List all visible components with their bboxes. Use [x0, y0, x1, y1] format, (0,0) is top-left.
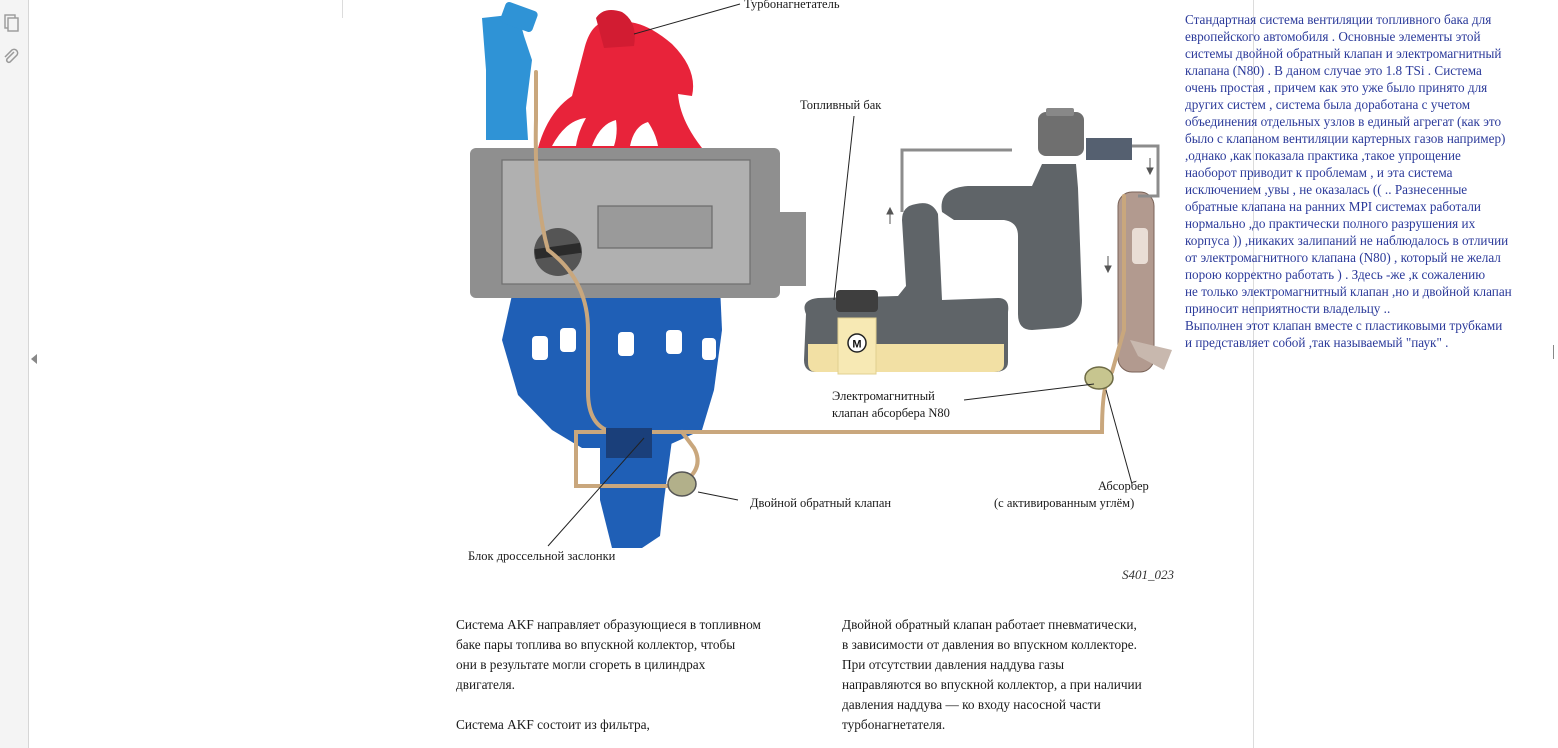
n80-valve: [1084, 366, 1114, 390]
double-check-valve: [667, 471, 697, 497]
label-n80-line1: Электромагнитный: [832, 389, 935, 403]
label-turbocharger: Турбонагнетатель: [744, 0, 840, 11]
scroll-marker: [1553, 345, 1556, 359]
tank-pump-flange: [836, 290, 878, 312]
oil-cap-slot: [534, 242, 582, 260]
label-n80-line2: клапан абсорбера N80: [832, 406, 950, 420]
comment-annotation: Стандартная система вентиляции топливног…: [1185, 12, 1512, 350]
turbo-housing: [596, 10, 635, 48]
absorber-bracket: [1130, 340, 1172, 370]
label-absorber-line2: (с активированным углём): [994, 496, 1135, 510]
figure-code: S401_023: [1122, 567, 1174, 582]
head-side-block: [778, 212, 806, 286]
leader-lines: [547, 3, 1133, 547]
attachment-icon[interactable]: [2, 48, 20, 66]
filler-valve: [1038, 112, 1084, 156]
body-text-left: Система AKF направляет образующиеся в то…: [456, 617, 761, 732]
label-double-check-valve: Двойной обратный клапан: [750, 496, 892, 510]
left-sidebar: [0, 0, 29, 748]
label-throttle-body: Блок дроссельной заслонки: [468, 549, 616, 563]
throttle-body: [606, 428, 652, 458]
intake-manifold: [538, 21, 702, 148]
filler-cap: [1046, 108, 1074, 116]
body-text-right: Двойной обратный клапан работает пневмат…: [842, 617, 1142, 732]
tank-vent-line: [900, 144, 1160, 212]
pages-icon[interactable]: [2, 14, 20, 32]
collapse-sidebar-arrow-icon[interactable]: [31, 354, 37, 364]
page-edge: [342, 0, 343, 18]
intake-inlet: [500, 1, 538, 33]
flow-arrows: [886, 158, 1154, 274]
fuel-level: [808, 344, 1004, 372]
manifold-gaps: [552, 118, 658, 146]
head-panel: [597, 205, 713, 249]
document-page: M: [342, 0, 1254, 748]
n80-connector: [1086, 138, 1132, 160]
engine-block-slots: [532, 328, 716, 360]
fuel-vapor-system-diagram: M: [470, 1, 1172, 548]
pump-motor: [847, 333, 867, 353]
engine-block: [502, 286, 722, 448]
page-edge: [1253, 0, 1254, 748]
label-fuel-tank: Топливный бак: [800, 98, 882, 112]
label-absorber-line1: Абсорбер: [1098, 479, 1149, 493]
air-intake: [482, 14, 532, 140]
absorber-label-plate: [1132, 228, 1148, 264]
canister-housing: [941, 164, 1082, 330]
pump-motor-label: M: [852, 339, 861, 351]
